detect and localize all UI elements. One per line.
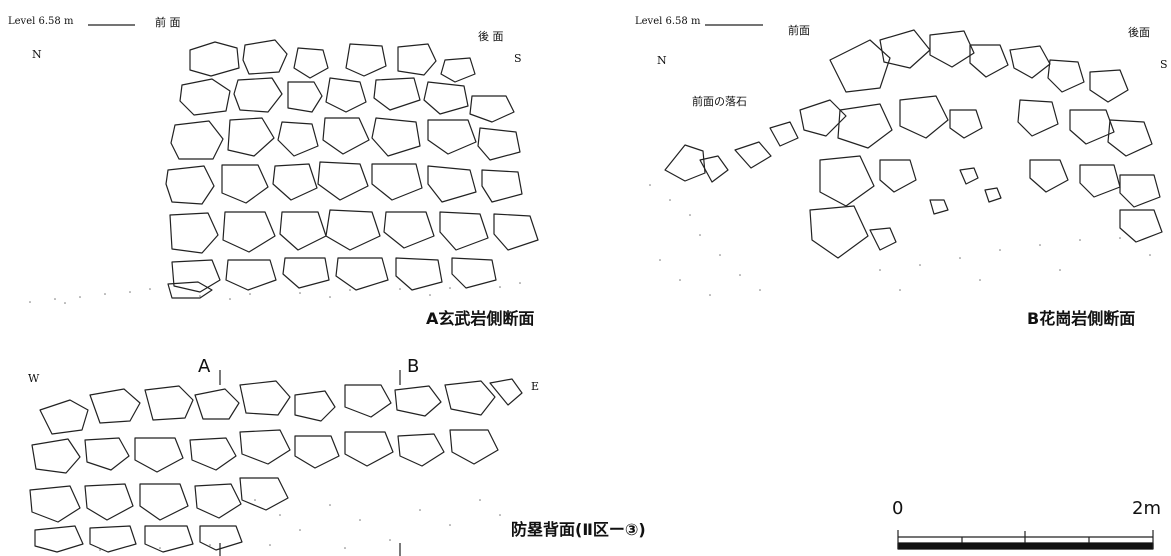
panel-b-north: N [657, 54, 667, 67]
panel-b-level: Level 6.58 m [635, 16, 701, 27]
section-b-drawing [649, 24, 1163, 296]
section-marker-a: A [198, 356, 211, 377]
panel-c-west: W [28, 372, 40, 385]
scale-bar-graphic [897, 530, 1154, 550]
panel-a-caption: A玄武岩側断面 [426, 309, 535, 328]
section-marker-b: B [407, 356, 420, 377]
scale-start-label: 0 [892, 498, 904, 519]
panel-b-back-label: 後面 [1128, 26, 1150, 39]
panel-a-front-label: 前 面 [155, 16, 181, 29]
section-a-drawing [29, 24, 539, 304]
panel-b-south: S [1160, 58, 1168, 71]
panel-b-fallen-stones-label: 前面の落石 [692, 95, 747, 108]
panel-b-front-label: 前面 [788, 24, 810, 37]
panel-c-caption: 防塁背面(Ⅱ区ー③) [511, 520, 646, 539]
panel-a-back-label: 後 面 [478, 30, 504, 43]
panel-a-south: S [514, 52, 522, 65]
scale-end-label: 2m [1132, 498, 1161, 519]
back-face-drawing [29, 370, 523, 556]
panel-c-east: E [531, 380, 540, 393]
panel-b-caption: B花崗岩側断面 [1027, 309, 1136, 328]
panel-a-level: Level 6.58 m [8, 16, 74, 27]
panel-a-north: N [32, 48, 42, 61]
